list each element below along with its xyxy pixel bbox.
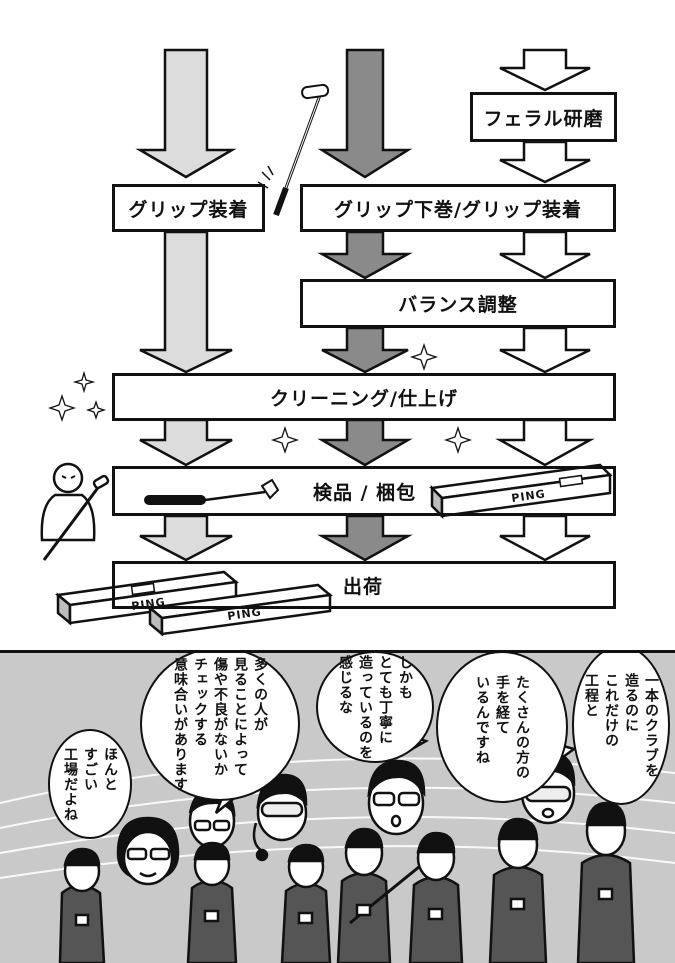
inspector-figure-icon xyxy=(40,462,110,561)
step-grip-underwrap-install: グリップ下巻/グリップ装着 xyxy=(300,184,616,232)
arrow-col1-3 xyxy=(139,418,233,467)
box-brand-label: PING xyxy=(227,605,263,623)
box-brand-label: PING xyxy=(511,487,547,505)
comic-panel: 一本のクラブを 造るのに これだけの 工程と たくさんの方の 手を経て いるんで… xyxy=(0,650,675,963)
speech-bubble: 一本のクラブを 造るのに これだけの 工程と xyxy=(572,653,670,805)
arrow-col1-2 xyxy=(139,230,233,374)
speech-bubble: たくさんの方の 手を経て いるんですね xyxy=(436,653,568,803)
step-label: グリップ下巻/グリップ装着 xyxy=(334,198,582,221)
arrow-col1-4 xyxy=(139,514,233,562)
arrow-col3-3 xyxy=(499,230,591,280)
step-inspection-packing: 検品 / 梱包 xyxy=(112,466,616,516)
speech-text: 多くの人が 見ることによって 傷や不良がないか チェックする 意味合いがあります xyxy=(172,656,268,792)
golf-club-icon xyxy=(257,83,330,217)
step-balance-adjust: バランス調整 xyxy=(300,279,616,328)
step-ferrule-polishing: フェラル研磨 xyxy=(470,92,617,142)
club-box-icon: PING xyxy=(147,583,333,637)
arrow-col3-2 xyxy=(499,140,591,184)
arrow-col2-4 xyxy=(317,418,413,467)
speech-bubble: ほんと すごい 工場だよね xyxy=(48,729,132,839)
sparkle-icon xyxy=(47,342,473,455)
arrow-col2-3 xyxy=(321,326,409,374)
step-label: 検品 / 梱包 xyxy=(313,481,417,504)
step-label: フェラル研磨 xyxy=(483,107,604,130)
step-label: 出荷 xyxy=(343,575,384,598)
step-label: グリップ装着 xyxy=(128,198,249,221)
arrow-col2-2 xyxy=(317,230,413,280)
step-label: クリーニング/仕上げ xyxy=(270,387,458,410)
step-cleaning-finishing: クリーニング/仕上げ xyxy=(112,373,616,421)
step-label: バランス調整 xyxy=(398,294,518,316)
arrow-col1-1 xyxy=(135,48,237,179)
speech-text: ほんと すごい 工場だよね xyxy=(62,746,118,822)
arrow-col3-6 xyxy=(499,514,591,562)
speech-text: 一本のクラブを 造るのに これだけの 工程と xyxy=(583,672,659,778)
speech-text: しかも とても丁寧に 造っているのを 感じるな xyxy=(337,654,413,760)
speech-text: たくさんの方の 手を経て いるんですね xyxy=(474,674,530,780)
arrow-col3-4 xyxy=(499,326,591,374)
arrow-col3-1 xyxy=(499,48,591,92)
arrow-col2-5 xyxy=(317,514,413,562)
arrow-col3-5 xyxy=(495,418,595,467)
factory-workers-illustration xyxy=(0,733,675,963)
club-box-icon: PING xyxy=(429,463,613,520)
step-shipping: 出荷 xyxy=(112,561,616,609)
putter-icon xyxy=(144,478,280,505)
speech-bubble: しかも とても丁寧に 造っているのを 感じるな xyxy=(316,653,434,763)
speech-bubble: 多くの人が 見ることによって 傷や不良がないか チェックする 意味合いがあります xyxy=(140,653,300,801)
process-flow-diagram: PING PING PING xyxy=(40,48,613,637)
step-grip-install: グリップ装着 xyxy=(112,184,265,232)
arrow-col2-1 xyxy=(317,48,413,179)
